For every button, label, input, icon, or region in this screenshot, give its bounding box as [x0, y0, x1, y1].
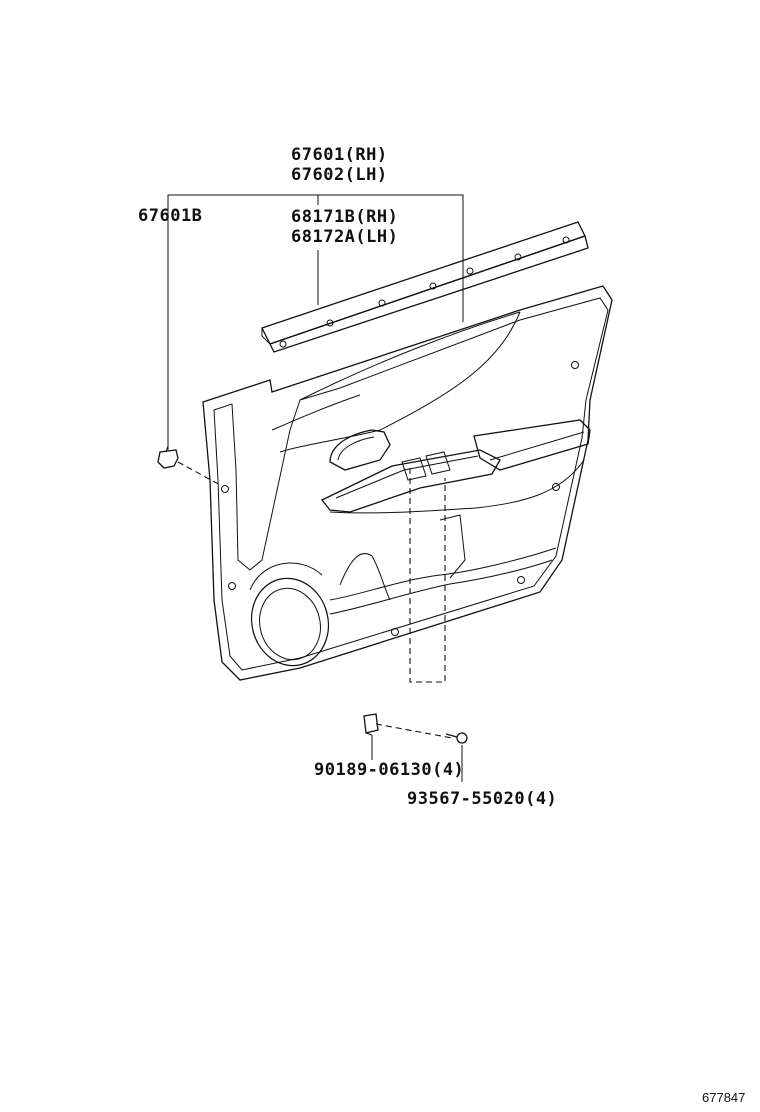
label-trim-board-rh: 67601(RH): [291, 145, 388, 165]
label-weatherstrip-lh: 68172A(LH): [291, 227, 399, 247]
label-trim-board-lh: 67602(LH): [291, 165, 388, 185]
trim-clip-icon: [157, 445, 223, 487]
weatherstrip: [261, 221, 589, 353]
screw-icon: [445, 732, 468, 744]
label-clip: 90189-06130(4): [314, 760, 465, 780]
fastener-leaders: [375, 468, 453, 739]
label-weatherstrip-rh: 68171B(RH): [291, 207, 399, 227]
label-trim-board-sub: 67601B: [138, 206, 203, 226]
door-trim-board: [202, 285, 613, 681]
clip-icon: [363, 713, 379, 736]
figure-reference: 677847: [702, 1090, 746, 1105]
leader-lines: [167, 194, 464, 782]
label-screw: 93567-55020(4): [407, 789, 558, 809]
